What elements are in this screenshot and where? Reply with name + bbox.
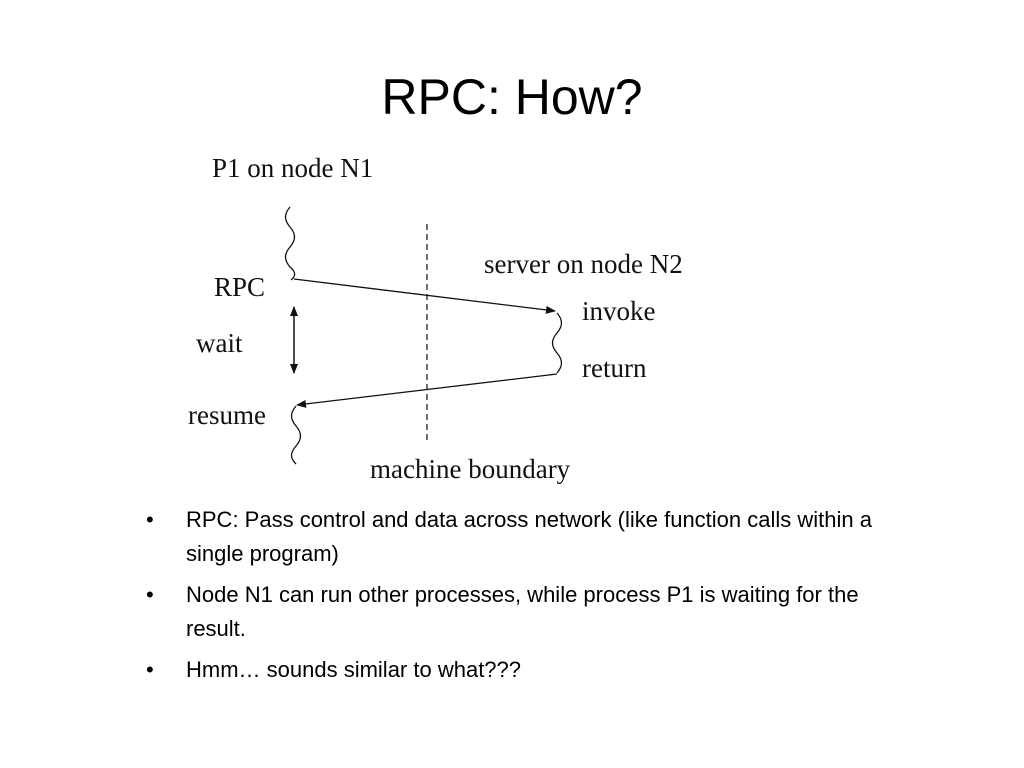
rpc-label: RPC [214, 272, 265, 302]
bullet-item: • Node N1 can run other processes, while… [140, 578, 910, 646]
rpc-diagram: P1 on node N1 server on node N2 RPC wait… [188, 153, 683, 484]
server-thread-squiggle [551, 312, 563, 374]
bullet-marker: • [146, 657, 154, 682]
client-thread-squiggle-bottom [290, 405, 302, 465]
bullet-item: • Hmm… sounds similar to what??? [140, 653, 910, 687]
bullet-text: Node N1 can run other processes, while p… [186, 582, 859, 641]
return-label: return [582, 353, 647, 383]
server-label: server on node N2 [484, 249, 683, 279]
bullet-item: • RPC: Pass control and data across netw… [140, 503, 910, 571]
bullet-text: RPC: Pass control and data across networ… [186, 507, 872, 566]
slide-title: RPC: How? [381, 69, 643, 125]
rpc-call-arrow [293, 278, 556, 314]
resume-label: resume [188, 400, 266, 430]
client-thread-squiggle-top [284, 206, 296, 281]
wait-label: wait [196, 328, 243, 358]
bullet-marker: • [146, 582, 154, 607]
bullet-list: • RPC: Pass control and data across netw… [140, 503, 910, 694]
invoke-label: invoke [582, 296, 656, 326]
client-label: P1 on node N1 [212, 153, 373, 183]
bullet-marker: • [146, 507, 154, 532]
return-arrow [296, 373, 558, 408]
bullet-text: Hmm… sounds similar to what??? [186, 657, 522, 682]
boundary-label: machine boundary [370, 454, 571, 484]
